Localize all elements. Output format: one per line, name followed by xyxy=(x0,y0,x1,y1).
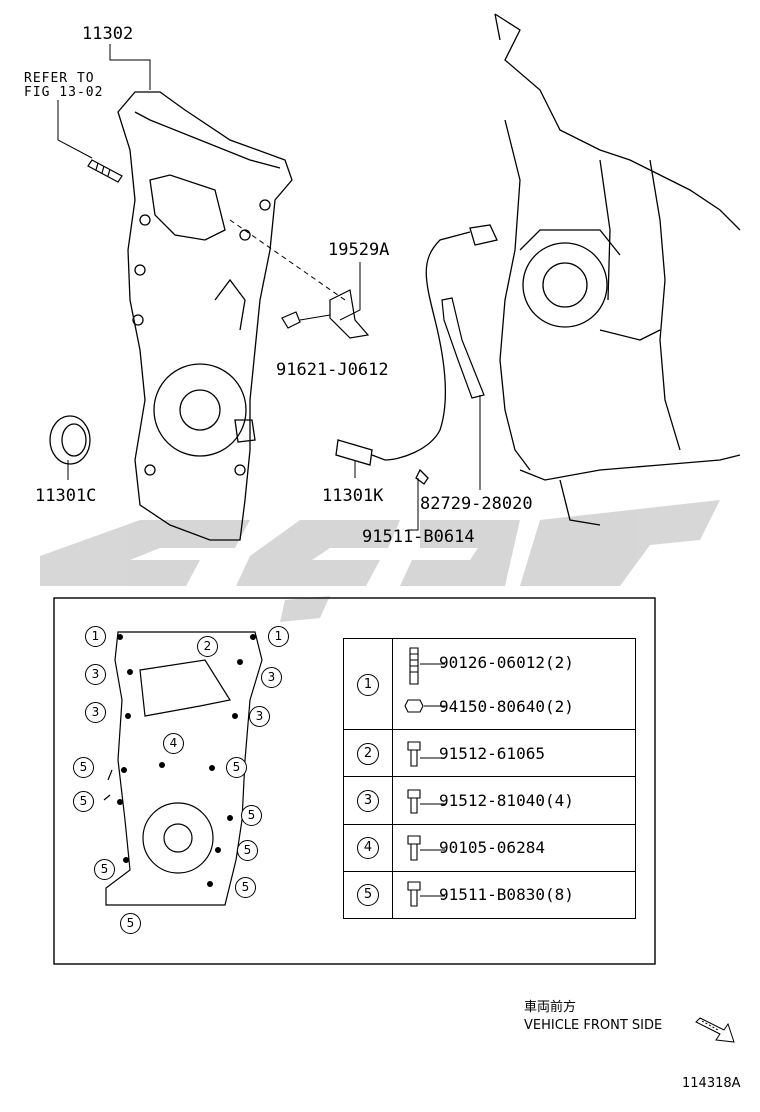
legend-key-1: 1 xyxy=(357,673,379,696)
legend-key-3: 3 xyxy=(357,790,379,813)
engine-block xyxy=(494,13,741,526)
leader-lines xyxy=(57,44,481,531)
detail-key-5h: 5 xyxy=(120,913,141,934)
detail-key-3b: 3 xyxy=(261,667,282,688)
detail-key-2: 2 xyxy=(197,636,218,657)
bracket-19529a xyxy=(281,289,370,339)
legend-part-90126: 90126-06012(2) xyxy=(439,652,574,672)
detail-key-1b: 1 xyxy=(268,626,289,647)
detail-key-5a: 5 xyxy=(73,757,94,778)
refer-label-line1: REFER TO xyxy=(24,71,95,86)
detail-key-1a: 1 xyxy=(85,626,106,647)
detail-key-3c: 3 xyxy=(85,702,106,723)
part-label-11301k: 11301K xyxy=(322,486,384,506)
detail-key-5c: 5 xyxy=(73,791,94,812)
orientation-label-en: VEHICLE FRONT SIDE xyxy=(524,1018,663,1033)
legend-key-4: 4 xyxy=(357,837,379,860)
watermark-logo xyxy=(40,500,720,622)
legend-key-2: 2 xyxy=(357,742,379,765)
legend-part-94150: 94150-80640(2) xyxy=(439,696,574,716)
detail-key-4: 4 xyxy=(163,733,184,754)
legend-row-3: 3 91512-81040(4) xyxy=(343,776,636,825)
detail-key-5d: 5 xyxy=(241,805,262,826)
legend-row-5: 5 91511-B0830(8) xyxy=(343,870,636,920)
detail-key-3d: 3 xyxy=(249,706,270,727)
front-side-arrow-icon xyxy=(695,1017,735,1043)
detail-key-5f: 5 xyxy=(94,859,115,880)
legend-part-91511-b0830: 91511-B0830(8) xyxy=(439,885,574,905)
detail-key-5g: 5 xyxy=(235,877,256,898)
fastener-legend-table: 1 90126-06012(2) 94150-80640(2) 2 91512-… xyxy=(343,637,636,920)
legend-part-90105-06284: 90105-06284 xyxy=(439,838,545,858)
detail-bolt-dots xyxy=(117,634,256,887)
legend-row-4: 4 90105-06284 xyxy=(343,823,636,872)
detail-key-5b: 5 xyxy=(226,757,247,778)
timing-cover xyxy=(117,91,293,541)
part-label-11301c: 11301C xyxy=(35,486,97,506)
part-label-91511-b0614: 91511-B0614 xyxy=(362,527,475,547)
legend-row-1: 1 90126-06012(2) 94150-80640(2) xyxy=(343,637,636,731)
refer-label-line2: FIG 13-02 xyxy=(24,85,104,100)
detail-key-3a: 3 xyxy=(85,664,106,685)
part-label-19529a: 19529A xyxy=(328,240,390,260)
part-label-82729-28020: 82729-28020 xyxy=(420,494,533,514)
legend-part-91512-61065: 91512-61065 xyxy=(439,743,545,763)
legend-key-5: 5 xyxy=(357,884,379,907)
stud-bolt xyxy=(87,159,123,183)
figure-id: 114318A xyxy=(682,1076,741,1091)
detail-cover-outline xyxy=(103,631,263,906)
orientation-label-jp: 車両前方 xyxy=(524,1000,577,1015)
detail-key-5e: 5 xyxy=(237,840,258,861)
part-label-91621-j0612: 91621-J0612 xyxy=(276,360,389,380)
legend-part-91512-81040: 91512-81040(4) xyxy=(439,791,574,811)
oil-seal-11301c xyxy=(49,415,91,465)
detail-box xyxy=(53,597,656,965)
crank-sensor xyxy=(335,224,498,485)
bracket-82729 xyxy=(441,297,485,399)
part-label-11302: 11302 xyxy=(82,24,134,44)
legend-row-2: 2 91512-61065 xyxy=(343,729,636,778)
